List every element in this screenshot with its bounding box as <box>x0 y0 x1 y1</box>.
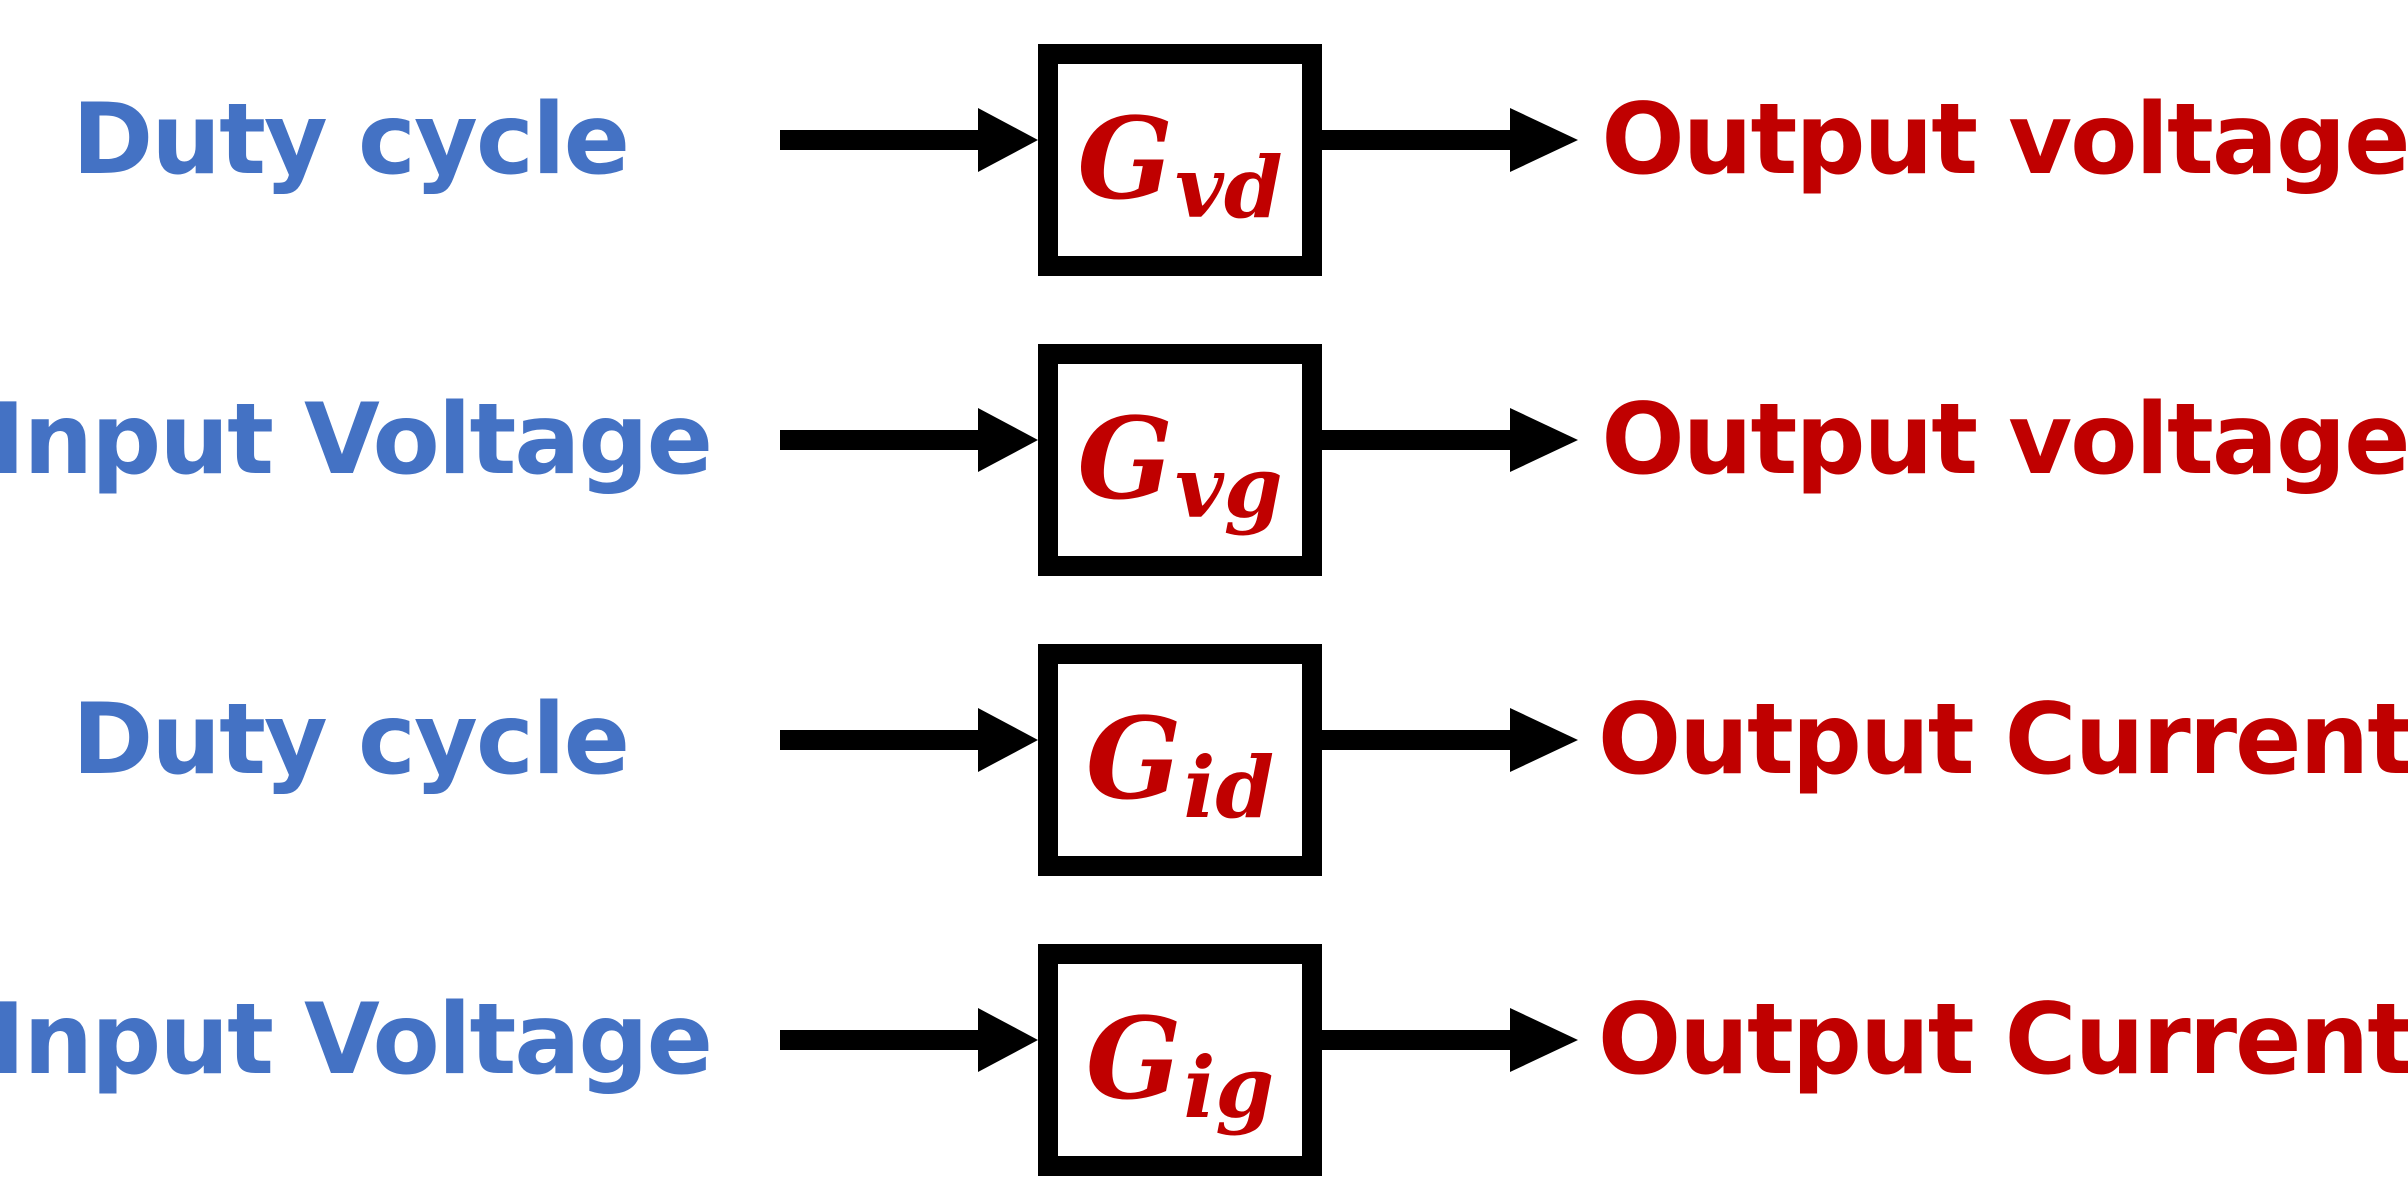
input-label: Duty cycle <box>71 683 630 797</box>
transfer-function-symbol: G <box>1077 394 1174 525</box>
input-arrow <box>780 708 1038 772</box>
input-arrow <box>780 1008 1038 1072</box>
output-arrow <box>1320 1008 1578 1072</box>
input-arrow <box>780 408 1038 472</box>
input-label: Input Voltage <box>0 983 713 1097</box>
input-arrow <box>780 108 1038 172</box>
output-label: Output Current <box>1597 983 2408 1097</box>
output-label: Output voltage <box>1601 83 2408 197</box>
transfer-function-subscript: vg <box>1175 438 1283 537</box>
transfer-function-subscript: vd <box>1175 138 1283 237</box>
transfer-function-symbol: G <box>1085 994 1182 1125</box>
output-label: Output Current <box>1597 683 2408 797</box>
transfer-function-symbol: G <box>1077 94 1174 225</box>
output-arrow <box>1320 408 1578 472</box>
transfer-function-subscript: ig <box>1183 1038 1275 1137</box>
input-label: Input Voltage <box>0 383 713 497</box>
transfer-function-symbol: G <box>1085 694 1182 825</box>
input-label: Duty cycle <box>71 83 630 197</box>
output-arrow <box>1320 708 1578 772</box>
output-arrow <box>1320 108 1578 172</box>
transfer-function-subscript: id <box>1183 738 1275 837</box>
output-label: Output voltage <box>1601 383 2408 497</box>
